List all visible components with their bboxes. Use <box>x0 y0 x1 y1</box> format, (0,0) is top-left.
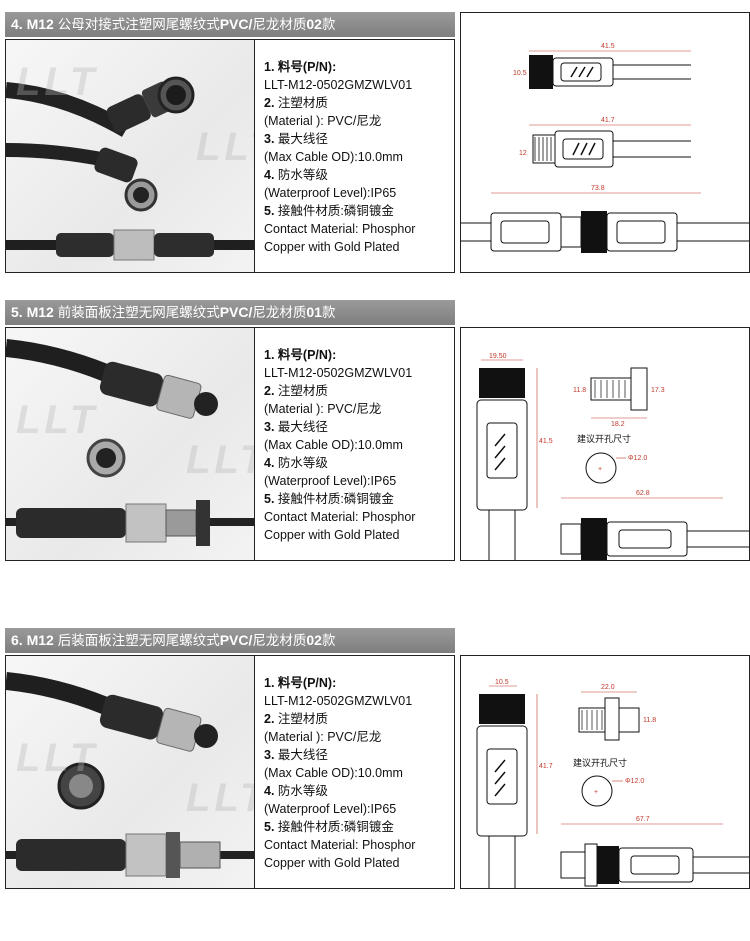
header-tail: 款 <box>321 17 336 33</box>
dim-label: 41.5 <box>539 438 553 445</box>
dim-label: Φ12.0 <box>628 455 647 462</box>
spec-item: (Waterproof Level):IP65 <box>264 802 397 816</box>
spec-item: (Waterproof Level):IP65 <box>264 474 397 488</box>
spec-list: 1. 料号(P/N): LLT-M12-0502GMZWLV01 2. 注塑材质… <box>255 39 455 273</box>
watermark: LLT <box>16 736 99 780</box>
dim-label: 41.7 <box>539 763 553 770</box>
spec-item: 1. 料号(P/N): <box>264 676 337 690</box>
dim-label: 17.3 <box>651 387 665 394</box>
header-prefix: 6. M12 <box>11 632 54 648</box>
spec-item: (Material ): PVC/尼龙 <box>264 402 382 416</box>
spec-item: (Max Cable OD):10.0mm <box>264 150 403 164</box>
header-tail: 款 <box>321 305 336 321</box>
spec-item: LLT-M12-0502GMZWLV01 <box>264 694 413 708</box>
header-title: 公母对接式注塑网尾螺纹式 <box>57 17 220 33</box>
header-suffix: PVC/ <box>219 16 253 32</box>
center-mark: + <box>594 789 598 796</box>
product-photo: LLT LLT <box>5 327 255 561</box>
section-header: 6. M12 后装面板注塑无网尾螺纹式PVC/尼龙材质02款 <box>5 628 455 653</box>
spec-item: 5. 接触件材质:磷铜镀金 <box>264 820 394 834</box>
spec-item: Copper with Gold Plated <box>264 528 400 542</box>
spec-item: Contact Material: Phosphor <box>264 222 416 236</box>
section-header: 5. M12 前装面板注塑无网尾螺纹式PVC/尼龙材质01款 <box>5 300 455 325</box>
spec-item: 3. 最大线径 <box>264 132 328 146</box>
dim-label: 19.50 <box>489 353 507 360</box>
watermark: LLT <box>196 125 254 169</box>
dim-label: 73.8 <box>591 185 605 192</box>
spec-item: 4. 防水等级 <box>264 456 328 470</box>
center-mark: + <box>598 466 602 473</box>
spec-item: 4. 防水等级 <box>264 784 328 798</box>
spec-item: 1. 料号(P/N): <box>264 60 337 74</box>
header-code: 02 <box>306 16 322 32</box>
spec-item: 5. 接触件材质:磷铜镀金 <box>264 204 394 218</box>
spec-item: 3. 最大线径 <box>264 748 328 762</box>
header-code: 01 <box>306 304 322 320</box>
technical-drawing: 41.5 10.5 41.7 12 73.8 <box>460 12 750 273</box>
product-photo: LLT LLT <box>5 655 255 889</box>
spec-item: Contact Material: Phosphor <box>264 838 416 852</box>
spec-item: (Material ): PVC/尼龙 <box>264 730 382 744</box>
product-photo: LLT LLT <box>5 39 255 273</box>
watermark: LLT <box>186 776 254 820</box>
spec-item: 2. 注塑材质 <box>264 384 328 398</box>
dim-label: 22.0 <box>601 684 615 691</box>
technical-drawing: 19.50 41.5 11.8 17.3 18.2 建议开孔尺寸 + Φ12.0 <box>460 327 750 561</box>
dim-label: 10.5 <box>495 679 509 686</box>
spec-item: 5. 接触件材质:磷铜镀金 <box>264 492 394 506</box>
header-title: 后装面板注塑无网尾螺纹式 <box>57 633 220 649</box>
dim-label: 12 <box>519 150 527 157</box>
spec-list: 1. 料号(P/N): LLT-M12-0502GMZWLV01 2. 注塑材质… <box>255 327 455 561</box>
spec-list: 1. 料号(P/N): LLT-M12-0502GMZWLV01 2. 注塑材质… <box>255 655 455 889</box>
spec-item: LLT-M12-0502GMZWLV01 <box>264 78 413 92</box>
hole-size-label: 建议开孔尺寸 <box>577 433 631 445</box>
watermark: LLT <box>16 60 99 104</box>
header-code: 02 <box>306 632 322 648</box>
dim-label: 10.5 <box>513 70 527 77</box>
header-suffix-zh: 尼龙材质 <box>252 633 307 649</box>
header-title: 前装面板注塑无网尾螺纹式 <box>57 305 220 321</box>
dim-label: 11.8 <box>573 387 586 394</box>
dim-label: 18.2 <box>611 421 625 428</box>
dim-label: 62.8 <box>636 490 650 497</box>
spec-item: 3. 最大线径 <box>264 420 328 434</box>
header-suffix-zh: 尼龙材质 <box>252 305 307 321</box>
spec-item: (Max Cable OD):10.0mm <box>264 438 403 452</box>
dim-label: 41.5 <box>601 43 615 50</box>
hole-size-label: 建议开孔尺寸 <box>573 757 627 769</box>
dim-label: Φ12.0 <box>625 778 644 785</box>
dim-label: 41.7 <box>601 117 615 124</box>
technical-drawing: 10.5 41.7 22.0 11.8 建议开孔尺寸 + Φ12.0 67.7 <box>460 655 750 889</box>
spec-item: (Max Cable OD):10.0mm <box>264 766 403 780</box>
spec-item: (Waterproof Level):IP65 <box>264 186 397 200</box>
header-suffix: PVC/ <box>219 304 253 320</box>
dim-label: 11.8 <box>643 717 656 724</box>
spec-item: 1. 料号(P/N): <box>264 348 337 362</box>
spec-item: (Material ): PVC/尼龙 <box>264 114 382 128</box>
spec-item: Contact Material: Phosphor <box>264 510 416 524</box>
dim-label: 67.7 <box>636 816 650 823</box>
connector-photo-illustration <box>6 672 254 878</box>
header-prefix: 4. M12 <box>11 16 54 32</box>
spec-item: Copper with Gold Plated <box>264 856 400 870</box>
header-tail: 款 <box>321 633 336 649</box>
spec-item: LLT-M12-0502GMZWLV01 <box>264 366 413 380</box>
spec-item: 2. 注塑材质 <box>264 96 328 110</box>
spec-item: 2. 注塑材质 <box>264 712 328 726</box>
header-prefix: 5. M12 <box>11 304 54 320</box>
header-suffix-zh: 尼龙材质 <box>252 17 307 33</box>
watermark: LLT <box>186 438 254 482</box>
connector-photo-illustration <box>6 339 254 546</box>
watermark: LLT <box>16 398 99 442</box>
section-header: 4. M12 公母对接式注塑网尾螺纹式PVC/尼龙材质02款 <box>5 12 455 37</box>
spec-item: Copper with Gold Plated <box>264 240 400 254</box>
connector-photo-illustration <box>6 76 254 261</box>
header-suffix: PVC/ <box>219 632 253 648</box>
spec-item: 4. 防水等级 <box>264 168 328 182</box>
